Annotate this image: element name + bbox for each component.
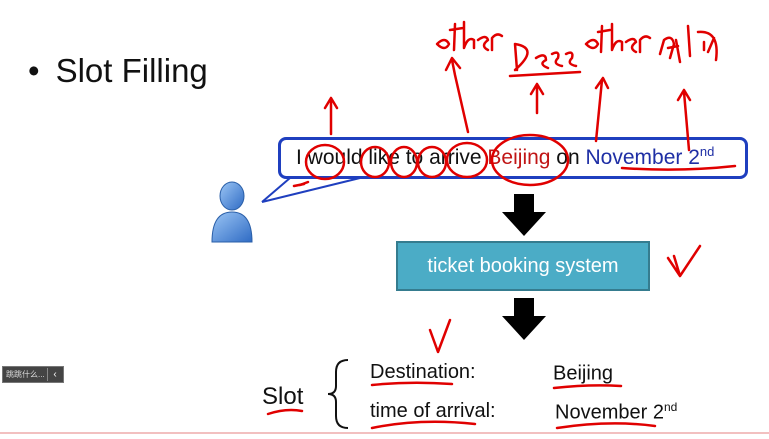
- bullet: •: [28, 52, 40, 89]
- bottom-divider: [0, 432, 769, 434]
- speech-tail: [261, 177, 361, 203]
- user-icon: [211, 181, 253, 243]
- slide-title: • Slot Filling: [28, 52, 208, 90]
- utterance-date: November 2: [585, 146, 700, 169]
- curly-brace-icon: [327, 359, 349, 429]
- slot-value: November 2nd: [555, 400, 678, 424]
- title-text: Slot Filling: [55, 52, 208, 89]
- utterance-date-sup: nd: [699, 144, 715, 159]
- taskbar-thumbnail[interactable]: 跳跳什么...: [2, 366, 64, 383]
- slot-name: time of arrival:: [370, 400, 496, 422]
- down-arrow-icon: [502, 194, 546, 236]
- chevron-left-icon[interactable]: ‹: [47, 368, 62, 381]
- utterance-city: Beijing: [487, 146, 551, 169]
- down-arrow-icon: [502, 298, 546, 340]
- slot-label: Slot: [262, 383, 304, 410]
- slot-value: Beijing: [553, 362, 614, 385]
- ticket-booking-system-box: ticket booking system: [396, 241, 650, 291]
- slot-name: Destination:: [370, 361, 476, 383]
